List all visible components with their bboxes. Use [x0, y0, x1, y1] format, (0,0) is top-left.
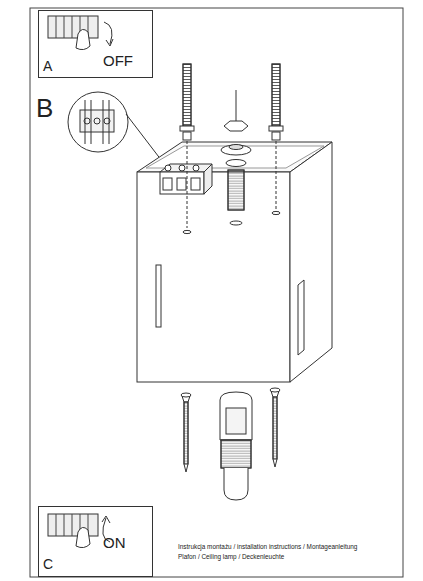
footer-note: Instrukcja montażu / installation instru…	[178, 543, 357, 550]
light-bulb	[220, 392, 252, 500]
wall-plug	[180, 64, 283, 228]
terminal-detail	[68, 92, 165, 165]
switch-state: OFF	[103, 53, 133, 70]
screw	[181, 388, 280, 472]
switch-off-icon	[48, 16, 113, 50]
step-letter: B	[36, 94, 53, 124]
step-panel: C ON	[38, 506, 153, 577]
terminal-block	[160, 164, 212, 194]
lamp-body	[137, 142, 332, 382]
step-panel: A OFF	[38, 10, 153, 78]
page-frame	[30, 8, 403, 577]
switch-state: ON	[103, 535, 126, 552]
step-letter: C	[43, 557, 53, 572]
footer-note: Plafon / Ceiling lamp / Deckenleuchte	[178, 553, 284, 560]
step-letter: A	[43, 59, 52, 74]
fixing-nut	[221, 90, 251, 210]
switch-on-icon	[48, 514, 110, 548]
